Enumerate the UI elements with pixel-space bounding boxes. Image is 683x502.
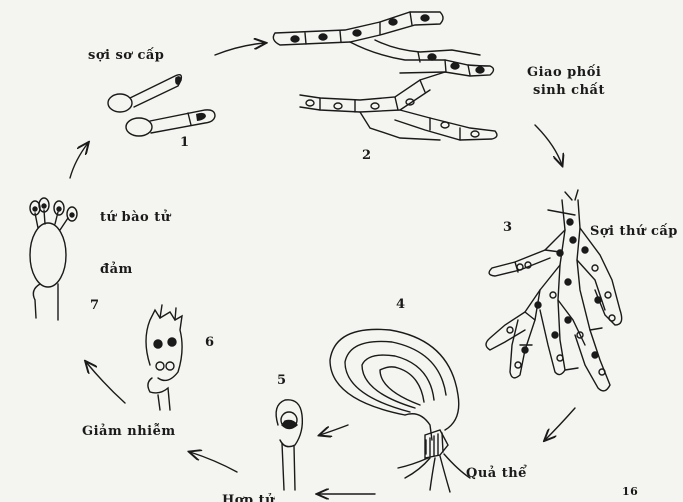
- stage-number-1: 1: [180, 135, 190, 150]
- stage-number-3: 3: [503, 220, 513, 235]
- page-number: 16: [622, 485, 638, 498]
- arrow-fruitbody-to-5: [320, 425, 348, 435]
- arrow-2-to-3: [535, 125, 562, 165]
- arrow-1-to-2: [215, 43, 265, 55]
- stage-number-6: 6: [205, 335, 215, 350]
- stage-number-2: 2: [362, 148, 372, 163]
- stage-number-5: 5: [277, 373, 287, 388]
- stage-number-7: 7: [90, 298, 100, 313]
- arrow-3-to-fruitbody: [545, 408, 575, 440]
- stage-1-spores: [108, 75, 215, 136]
- label-secondary-hyphae: Sợi thứ cấp: [590, 224, 678, 239]
- stage-4-fruiting-body: [330, 329, 470, 492]
- stage-2-plasmogamy: [273, 12, 497, 140]
- stage-number-4: 4: [396, 297, 406, 312]
- arrow-bottom-to-left: [190, 452, 237, 472]
- label-fruiting-body: Quả thể: [466, 466, 527, 481]
- label-plasmogamy-1: Giao phối: [527, 65, 601, 80]
- label-primary-hyphae: sợi sơ cấp: [88, 48, 164, 63]
- label-plasmogamy-2: sinh chất: [533, 83, 605, 98]
- stage-6-basidium: [146, 305, 182, 410]
- stage-5-basidium: [276, 400, 302, 490]
- arrow-7-to-1: [70, 143, 88, 178]
- stage-7-basidium: [30, 198, 77, 320]
- arrow-to-reduction: [86, 362, 125, 403]
- label-basidium: đảm: [100, 262, 133, 277]
- label-meiosis: Giảm nhiễm: [82, 424, 176, 439]
- label-basidiospores: tứ bào tử: [100, 210, 171, 225]
- label-bottom-cropped: Hợp tử: [222, 493, 275, 502]
